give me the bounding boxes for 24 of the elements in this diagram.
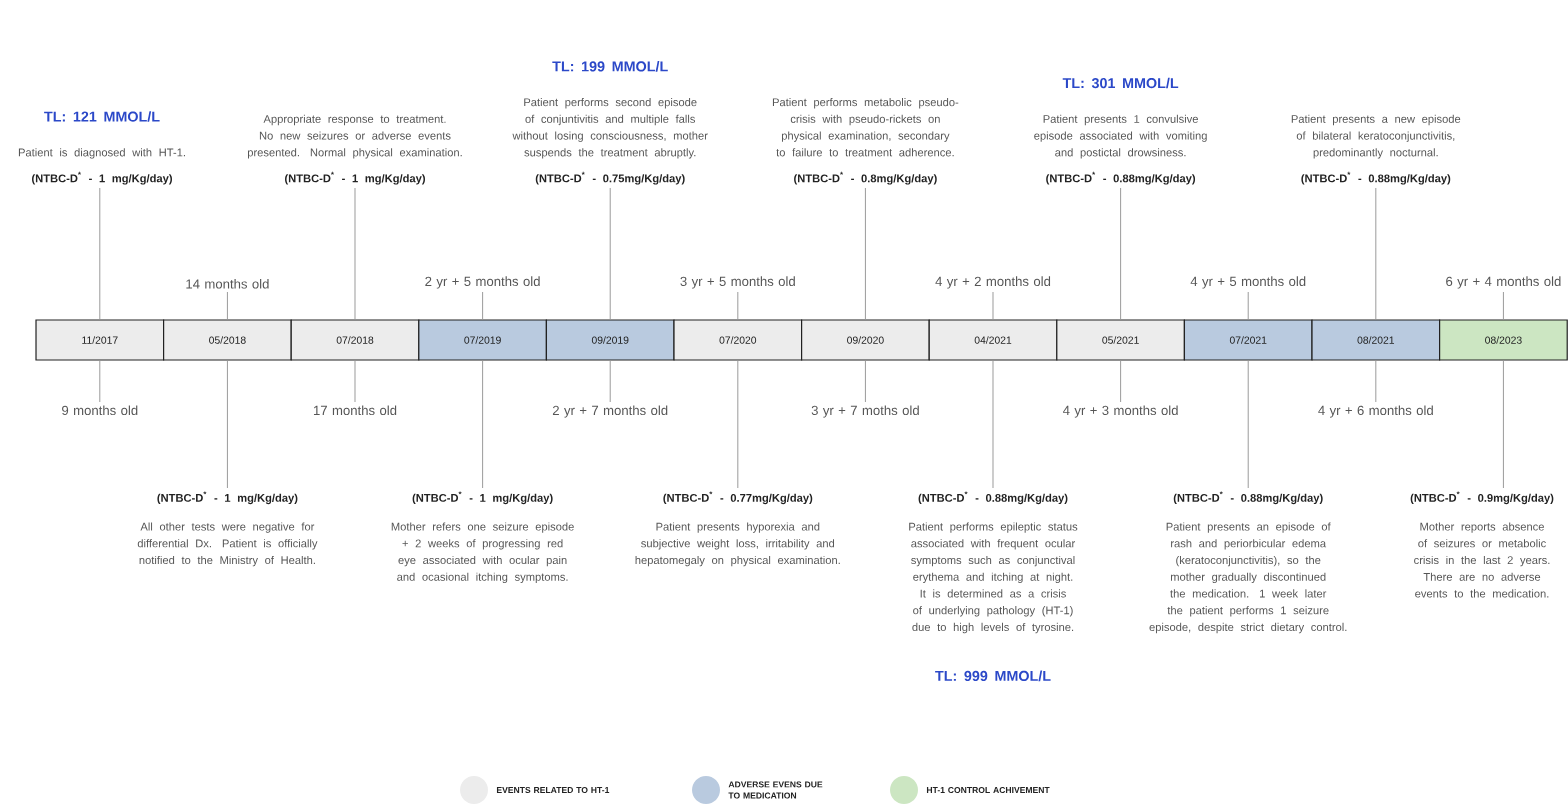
connector-line (737, 291, 739, 320)
connector-line (354, 187, 356, 320)
connector-line (1247, 360, 1249, 489)
connector-line (737, 360, 739, 489)
connector-line (1120, 360, 1122, 403)
connector-line (226, 291, 228, 320)
connector-line (609, 187, 611, 320)
connector-line (482, 360, 484, 489)
connector-line (992, 291, 994, 320)
connector-line (1247, 291, 1249, 320)
connector-line (354, 360, 356, 403)
connector-line (99, 360, 101, 403)
connector-line (1502, 360, 1504, 489)
connector-line (226, 360, 228, 489)
connector-line (482, 291, 484, 320)
connector-line (609, 360, 611, 403)
connector-line (864, 187, 866, 320)
connector-line (1375, 187, 1377, 320)
connector-line (864, 360, 866, 403)
connector-line (99, 187, 101, 320)
connector-line (1120, 187, 1122, 320)
connector-line (1375, 360, 1377, 403)
connector-line (992, 360, 994, 489)
connector-line (1502, 291, 1504, 320)
